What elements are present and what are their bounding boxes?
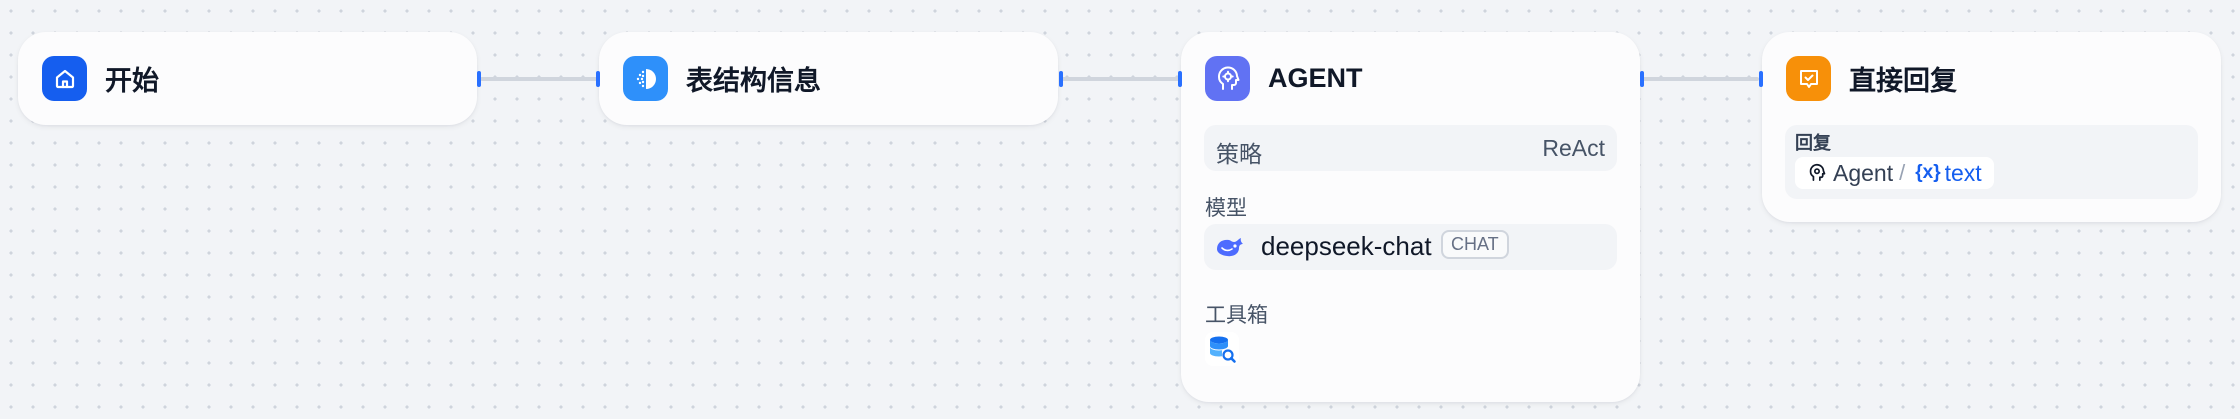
node-start-header: 开始 [42, 56, 159, 101]
strategy-row[interactable]: 策略 ReAct [1204, 125, 1617, 171]
variable-icon: {x} [1915, 162, 1941, 183]
node-title: 开始 [105, 66, 159, 96]
input-port[interactable] [596, 71, 600, 87]
node-title: 表结构信息 [686, 66, 821, 96]
node-start[interactable]: 开始 [18, 32, 477, 125]
variable-name: text [1944, 159, 1982, 186]
node-agent-header: AGENT [1205, 56, 1363, 101]
reply-icon [1786, 56, 1831, 101]
edge-schema-agent[interactable] [1061, 77, 1179, 81]
variable-reference[interactable]: Agent / {x} text [1795, 157, 1994, 189]
strategy-label: 策略 [1216, 141, 1262, 167]
output-port[interactable] [1640, 71, 1644, 87]
edge-agent-answer[interactable] [1641, 77, 1759, 81]
node-schema-header: 表结构信息 [623, 56, 821, 101]
output-port[interactable] [477, 71, 481, 87]
variable-separator: / [1899, 160, 1906, 185]
model-selector[interactable]: deepseek-chat CHAT [1204, 224, 1617, 270]
variable-source-node: Agent [1833, 159, 1894, 186]
agent-icon [1205, 56, 1250, 101]
model-type-badge: CHAT [1441, 230, 1509, 259]
agent-icon [1807, 162, 1827, 184]
input-port[interactable] [1178, 71, 1182, 87]
node-title: AGENT [1268, 63, 1363, 93]
database-search-icon[interactable] [1205, 332, 1239, 366]
reply-label: 回复 [1795, 133, 1831, 153]
node-title: 直接回复 [1849, 66, 1957, 96]
knowledge-icon [623, 56, 668, 101]
strategy-value: ReAct [1542, 135, 1605, 161]
output-port[interactable] [1059, 71, 1063, 87]
model-name: deepseek-chat [1261, 231, 1432, 261]
edge-start-schema[interactable] [480, 77, 598, 81]
node-agent[interactable]: AGENT 策略 ReAct 模型 deepseek-chat CHAT 工具箱 [1181, 32, 1640, 402]
node-answer[interactable]: 直接回复 回复 Agent / {x} text [1762, 32, 2221, 222]
toolbox-label: 工具箱 [1205, 304, 1268, 327]
input-port[interactable] [1759, 71, 1763, 87]
model-label: 模型 [1205, 197, 1247, 220]
home-icon [42, 56, 87, 101]
node-answer-header: 直接回复 [1786, 56, 1957, 101]
node-schema[interactable]: 表结构信息 [599, 32, 1058, 125]
deepseek-whale-icon [1214, 232, 1246, 262]
reply-field[interactable]: 回复 Agent / {x} text [1785, 125, 2198, 199]
